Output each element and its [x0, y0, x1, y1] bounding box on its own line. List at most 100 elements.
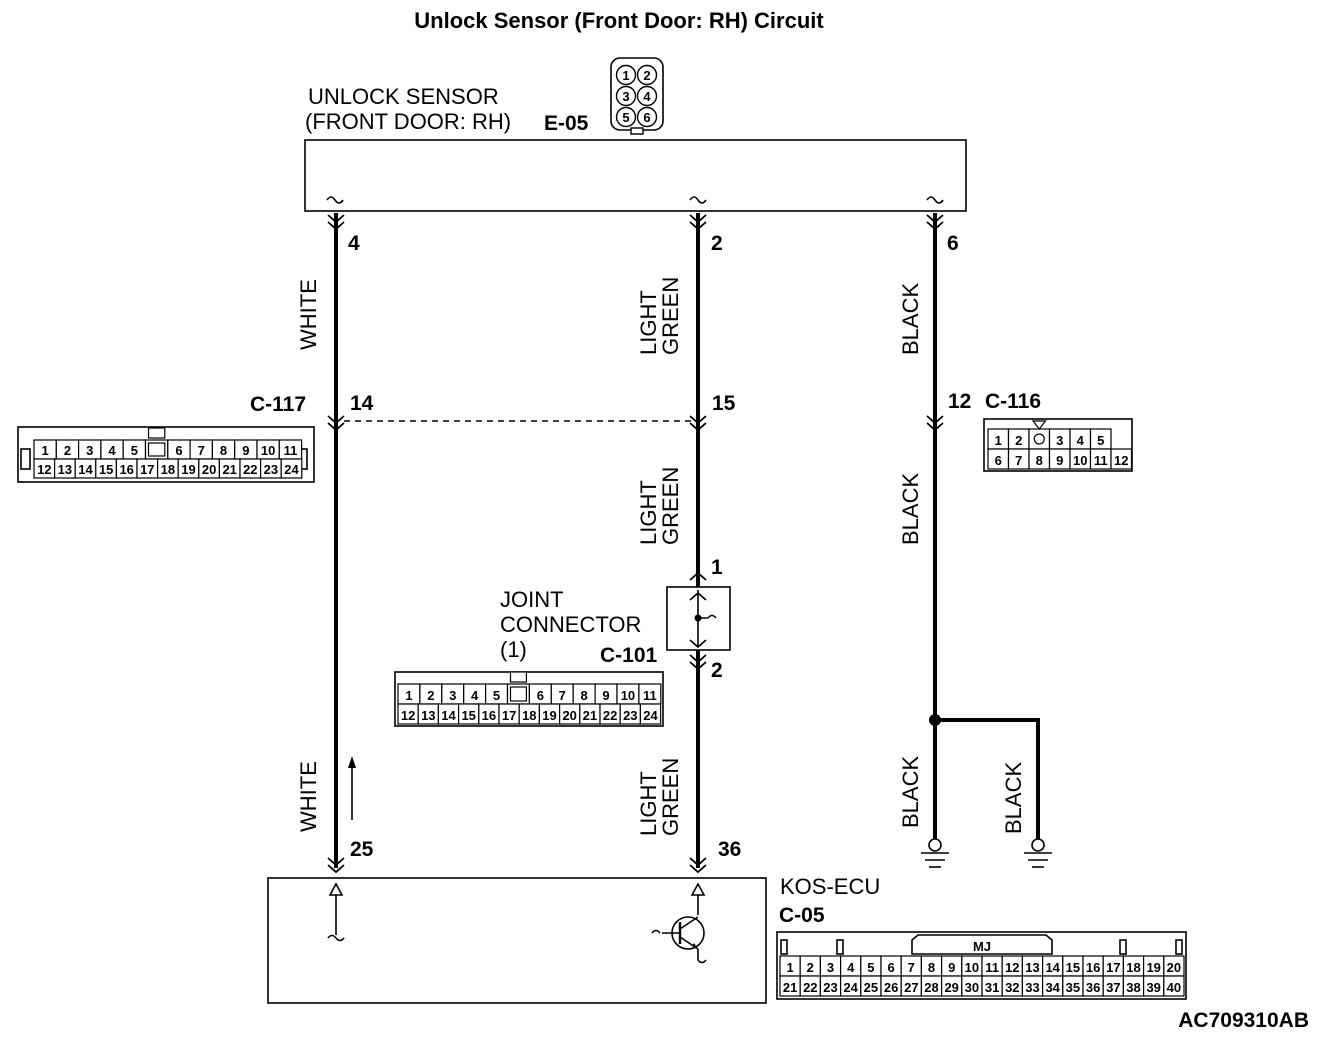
connector-cell-number: 11	[1094, 453, 1108, 468]
sensor-pin-number: 2	[643, 68, 650, 83]
c116-label: C-116	[985, 390, 1041, 413]
connector-cell-number: 18	[1126, 960, 1140, 975]
connector-cell-number: 16	[1086, 960, 1100, 975]
connector-cell-number: 12	[37, 462, 51, 477]
latch-key	[1031, 420, 1047, 430]
connector-cell-number: 22	[243, 462, 257, 477]
latch-key	[147, 442, 166, 457]
wire-label-black-bottom: BLACK	[898, 756, 923, 828]
pin-ecu-left: 25	[350, 838, 374, 861]
connector-cell-number: 9	[602, 688, 609, 703]
connector-cell-number: 17	[502, 708, 516, 723]
connector-cell-number: 31	[985, 980, 999, 995]
connector-cell-number: 9	[1056, 453, 1063, 468]
connector-cell-number: 14	[1045, 960, 1060, 975]
connector-cell-number: 19	[1146, 960, 1160, 975]
sensor-pin-circle	[615, 106, 637, 128]
diagram-reference-code: AC709310AB	[1178, 1009, 1309, 1032]
connector-cell-number: 13	[58, 462, 72, 477]
connector-cell-number: 5	[131, 443, 138, 458]
connector-cell-number: 34	[1045, 980, 1060, 995]
connector-cell-number: 19	[181, 462, 195, 477]
joint-label-line2: CONNECTOR	[500, 612, 641, 637]
connector-cell-number: 27	[904, 980, 918, 995]
pin-c116: 12	[948, 390, 971, 413]
ecu-key-label: MJ	[973, 939, 991, 954]
connector-cell-number: 6	[995, 453, 1002, 468]
connector-cell-number: 28	[924, 980, 938, 995]
ecu-name: KOS-ECU	[780, 874, 880, 899]
diagram-title: Unlock Sensor (Front Door: RH) Circuit	[414, 8, 824, 33]
connector-cell-number: 9	[242, 443, 249, 458]
latch-key	[509, 671, 527, 683]
connector-cell-number: 8	[581, 688, 588, 703]
connector-cell-number: 30	[965, 980, 979, 995]
sensor-pin-circle	[615, 85, 637, 107]
connector-cell	[1163, 975, 1185, 997]
connector-cell-number: 5	[867, 960, 874, 975]
sensor-name-line2: (FRONT DOOR: RH)	[305, 109, 511, 134]
connector-cell-number: 7	[198, 443, 205, 458]
wires	[334, 213, 1040, 868]
sensor-pin-number: 6	[643, 110, 650, 125]
sensor-body	[304, 139, 967, 212]
connector-cell-number: 4	[471, 688, 479, 703]
pin-sensor-left: 4	[348, 232, 360, 255]
connector-cell-number: 13	[421, 708, 435, 723]
connector-cell	[1110, 448, 1133, 470]
wire-label-lightgreen-middle-line2: GREEN	[658, 467, 683, 545]
wire-label-black-branch: BLACK	[1001, 762, 1026, 834]
sensor-pin-number: 4	[643, 89, 651, 104]
connector-cell-number: 7	[908, 960, 915, 975]
connector-cell-number: 7	[1015, 453, 1022, 468]
splice-point	[929, 714, 941, 726]
connector-cell-number: 6	[537, 688, 544, 703]
connector-cell-number: 25	[864, 980, 878, 995]
connector-cell-number: 11	[985, 960, 999, 975]
connector-cell-number: 3	[86, 443, 93, 458]
connector-cell-number: 13	[1025, 960, 1039, 975]
wire-black-branch	[935, 718, 1040, 840]
connector-cell-number: 40	[1167, 980, 1181, 995]
connector-cell-number: 5	[1097, 433, 1104, 448]
connector-cell-number: 19	[542, 708, 556, 723]
connector-cell-number: 11	[643, 688, 657, 703]
connector-cell-number: 3	[449, 688, 456, 703]
connector-cell-number: 18	[522, 708, 536, 723]
connector-cell-number: 3	[827, 960, 834, 975]
connector-cell-number: 8	[1036, 453, 1043, 468]
connector-cell-number: 3	[1056, 433, 1063, 448]
joint-label-line1: JOINT	[500, 587, 564, 612]
connector-cell-number: 21	[783, 980, 797, 995]
ecu-input-arrow	[327, 882, 345, 942]
sensor-pin-number: 3	[622, 89, 629, 104]
wire-label-lightgreen-top-line2: GREEN	[658, 277, 683, 355]
joint-connector-code: C-101	[600, 644, 658, 667]
connector-cell-number: 4	[108, 443, 116, 458]
connector-cell-number: 17	[1106, 960, 1120, 975]
connector-cell-number: 26	[884, 980, 898, 995]
connector-cell-number: 5	[493, 688, 500, 703]
sensor-pin-circle	[636, 85, 658, 107]
sensor-pin-circle	[615, 64, 637, 86]
pin-sensor-right: 6	[947, 232, 959, 255]
sensor-pin-circle	[636, 64, 658, 86]
c117-label: C-117	[250, 393, 306, 416]
connector-cell	[639, 703, 662, 725]
connector-cell-number: 9	[948, 960, 955, 975]
connector-cell-number: 10	[965, 960, 979, 975]
connector-cell-number: 22	[603, 708, 617, 723]
connector-cell-number: 4	[1077, 433, 1085, 448]
connector-cell-number: 23	[823, 980, 837, 995]
connector-cell-number: 10	[261, 443, 275, 458]
connector-cell-number: 15	[1066, 960, 1080, 975]
connector-cell-number: 10	[621, 688, 635, 703]
